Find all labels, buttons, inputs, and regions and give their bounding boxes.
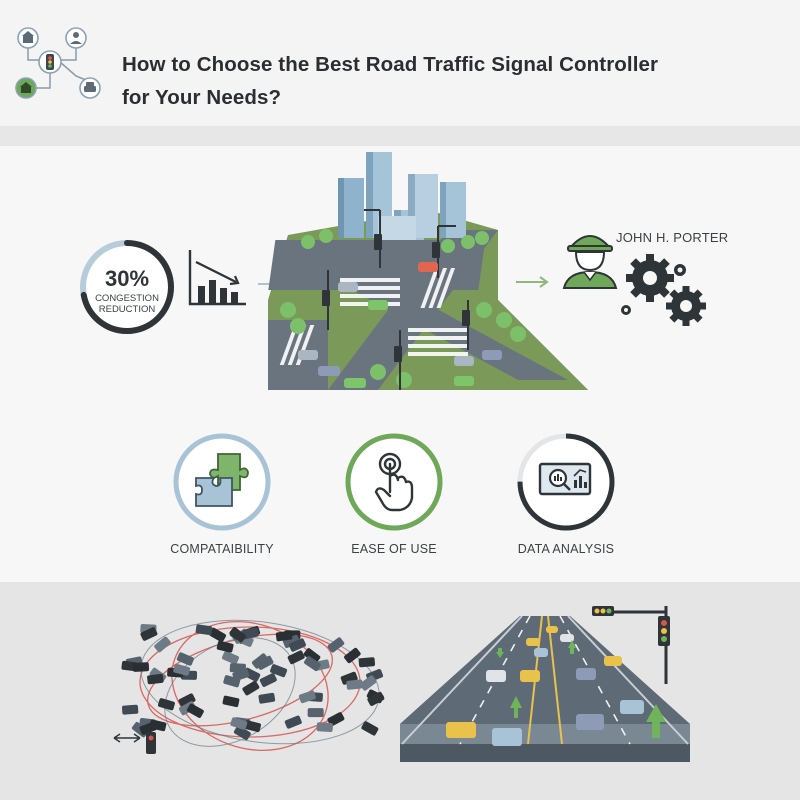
congested-traffic-illustration (113, 619, 385, 754)
stat-progress-arc (80, 240, 174, 334)
car (284, 715, 302, 729)
stat-value: 30% (105, 266, 149, 291)
middle-section: 30% CONGESTION REDUCTION (0, 146, 800, 582)
car (259, 673, 277, 687)
overhead-traffic-light (592, 606, 670, 684)
car (209, 627, 227, 643)
car (327, 712, 345, 727)
car (446, 722, 476, 738)
header: How to Choose the Best Road Traffic Sign… (0, 0, 800, 126)
touch-hand-icon (374, 452, 414, 512)
car (121, 704, 139, 715)
car (270, 664, 288, 678)
car (526, 638, 540, 646)
car (154, 636, 171, 653)
car (620, 700, 644, 714)
car (361, 721, 379, 736)
car (229, 663, 246, 673)
puzzle-icon (195, 453, 249, 507)
data-analysis-ring (517, 433, 615, 531)
car (486, 670, 506, 682)
car (186, 703, 204, 718)
car (216, 640, 234, 653)
car (275, 630, 293, 642)
car (222, 651, 240, 665)
car (492, 728, 522, 746)
section-divider (0, 126, 800, 146)
stat-label-line-2: REDUCTION (99, 304, 156, 315)
title-line-2: for Your Needs? (122, 86, 282, 109)
network-diagram-icon (15, 27, 101, 99)
car (560, 634, 574, 642)
car (303, 648, 321, 664)
stat-label-line-1: CONGESTION (95, 293, 159, 304)
double-arrow-icon (113, 733, 141, 743)
car (604, 656, 622, 666)
feature-label-ease-of-use: EASE OF USE (351, 542, 437, 556)
compatibility-ring (173, 433, 271, 531)
car (287, 650, 305, 665)
car (358, 657, 376, 668)
car (282, 634, 300, 648)
car (546, 626, 558, 633)
car (251, 653, 269, 669)
car (149, 719, 167, 732)
car (576, 714, 604, 730)
intersection-illustration (268, 152, 588, 390)
car (304, 656, 321, 671)
ease-of-use-ring (345, 433, 443, 531)
car (242, 680, 260, 696)
car (359, 675, 377, 691)
car (298, 690, 316, 704)
car (140, 627, 158, 641)
car (223, 675, 241, 688)
arrow-right-icon (516, 276, 549, 288)
car (230, 717, 248, 730)
data-analysis-icon (538, 462, 592, 496)
car (367, 691, 385, 706)
car (288, 638, 306, 652)
gears-icon (621, 254, 706, 326)
car (233, 725, 251, 741)
feature-label-data-analysis: DATA ANALYSIS (517, 542, 615, 556)
car (132, 662, 150, 672)
declining-chart-icon (188, 250, 246, 306)
car (344, 647, 361, 664)
congestion-stat: 30% CONGESTION REDUCTION (80, 240, 174, 334)
car (178, 693, 196, 708)
car (534, 648, 548, 657)
car (222, 695, 240, 708)
car (520, 670, 540, 682)
engineer-name: JOHN H. PORTER (616, 230, 729, 245)
traffic-light-icon (146, 732, 156, 754)
car (173, 663, 191, 676)
car (176, 652, 194, 666)
page-title: How to Choose the Best Road Traffic Sign… (122, 48, 658, 114)
car (327, 637, 345, 653)
bottom-section (0, 582, 800, 800)
smooth-highway-illustration (400, 606, 690, 762)
car (346, 679, 363, 690)
car (307, 708, 324, 718)
car (244, 720, 262, 733)
car (158, 698, 175, 711)
car (340, 671, 358, 685)
car (316, 722, 333, 733)
feature-label-compatibility: COMPATAIBILITY (170, 542, 274, 556)
car (576, 668, 596, 680)
car (229, 627, 247, 643)
car (147, 673, 164, 685)
car (195, 624, 213, 636)
car (258, 692, 276, 704)
engineer-avatar-icon (562, 235, 618, 289)
title-line-1: How to Choose the Best Road Traffic Sign… (122, 53, 659, 76)
